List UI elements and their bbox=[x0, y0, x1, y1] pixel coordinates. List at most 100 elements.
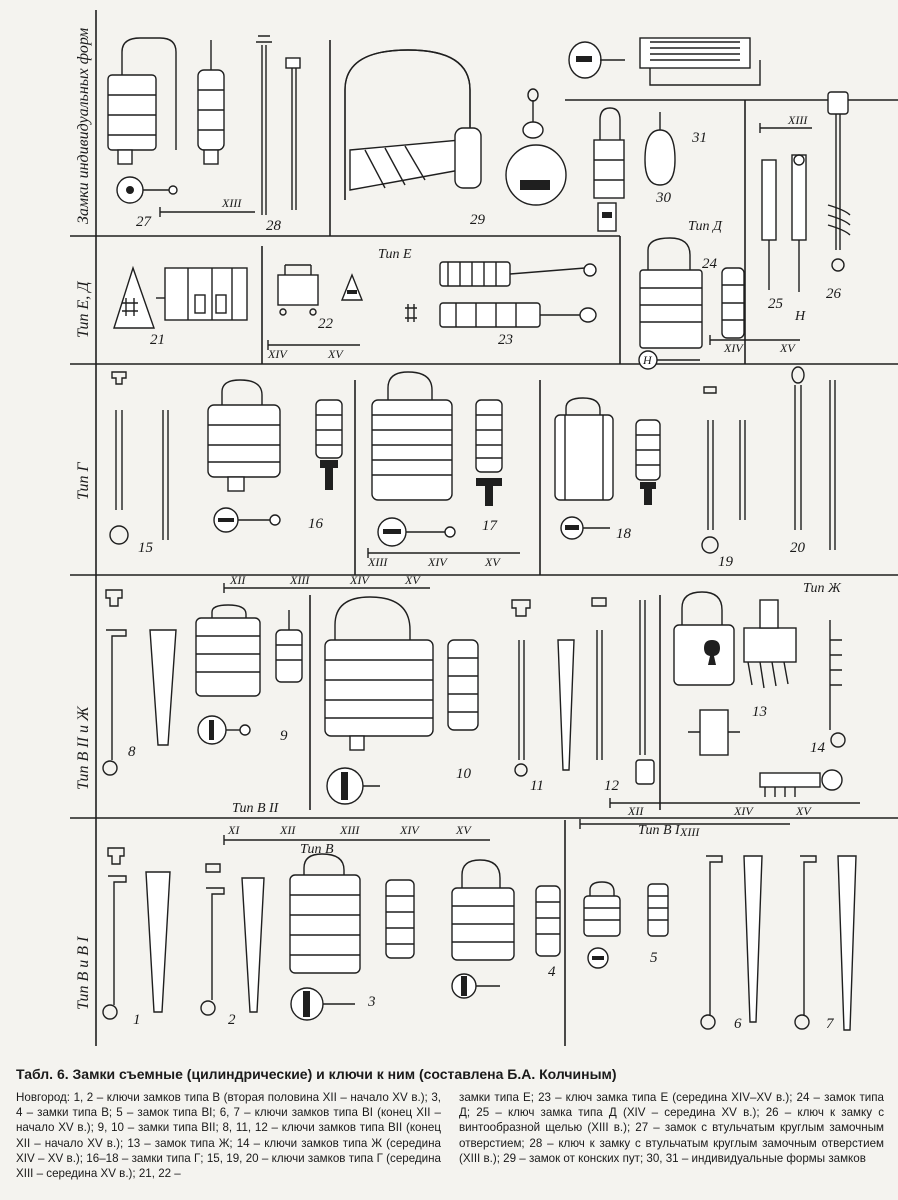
lock-27-section bbox=[197, 40, 225, 165]
fig-number-15: 15 bbox=[138, 540, 154, 556]
caption-body: Новгород: 1, 2 – ключи замков типа В (вт… bbox=[16, 1090, 884, 1181]
fig-number-13: 13 bbox=[752, 704, 767, 720]
century-row5-xi: XI bbox=[227, 823, 240, 837]
century-row1-right-xiii: XIII bbox=[787, 113, 808, 127]
fig-number-23: 23 bbox=[498, 332, 513, 348]
fig-number-11: 11 bbox=[530, 778, 544, 794]
fig-number-4: 4 bbox=[548, 964, 556, 980]
row-label-v-v1: Тип В и В I bbox=[75, 936, 92, 1010]
fig-number-31: 31 bbox=[691, 130, 707, 146]
fig-number-5: 5 bbox=[650, 950, 658, 966]
figure-plate: Замки индивидуальных форм Тип Е, Д Тип Г… bbox=[70, 10, 898, 1046]
key-14-drawing bbox=[759, 620, 846, 797]
svg-text:H: H bbox=[794, 309, 806, 324]
fig-number-27: 27 bbox=[136, 214, 153, 230]
key-29-drawing bbox=[505, 88, 567, 206]
century-row2-xv: XV bbox=[327, 347, 344, 361]
fig-number-20: 20 bbox=[790, 540, 806, 556]
century-row3-xiii: XIII bbox=[367, 555, 388, 569]
key-25-drawing: H bbox=[761, 154, 807, 324]
key-12-drawing bbox=[591, 597, 655, 785]
lock-29-drawing bbox=[344, 49, 482, 200]
type-label-v1: Тип В I bbox=[638, 823, 681, 838]
plate-grid bbox=[70, 10, 898, 1046]
row-label-g: Тип Г bbox=[75, 461, 92, 500]
century-row2-xiv: XIV bbox=[267, 347, 288, 361]
century-row5-xiv: XIV bbox=[399, 823, 420, 837]
fig-number-17: 17 bbox=[482, 518, 499, 534]
fig-number-28: 28 bbox=[266, 218, 282, 234]
lock-3-drawing bbox=[289, 853, 415, 1021]
fig-number-12: 12 bbox=[604, 778, 620, 794]
century-row4-xiii: XIII bbox=[289, 573, 310, 587]
century-row4-right-xii: XII bbox=[627, 804, 644, 818]
lock-10-drawing bbox=[324, 596, 479, 805]
fig-number-18: 18 bbox=[616, 526, 632, 542]
caption-title: Табл. 6. Замки съемные (цилиндрические) … bbox=[16, 1066, 617, 1082]
fig-number-19: 19 bbox=[718, 554, 734, 570]
fig-number-1: 1 bbox=[133, 1012, 141, 1028]
lock-4-drawing bbox=[451, 859, 561, 999]
fig-number-24: 24 bbox=[702, 256, 718, 272]
lock-13-drawing bbox=[673, 591, 797, 756]
type-label-d: Тип Д bbox=[688, 219, 723, 234]
lock-9-drawing bbox=[195, 604, 303, 745]
fig-number-9: 9 bbox=[280, 728, 288, 744]
fig-number-14: 14 bbox=[810, 740, 826, 756]
century-row5-right-xiii: XIII bbox=[679, 825, 700, 839]
row-label-e-d: Тип Е, Д bbox=[75, 281, 92, 338]
fig-number-7: 7 bbox=[826, 1016, 835, 1032]
lock-30-drawing bbox=[568, 41, 676, 232]
lock-16-drawing bbox=[207, 379, 343, 533]
key-20-drawing bbox=[791, 366, 836, 550]
key-6-drawing bbox=[700, 855, 763, 1030]
row-label-v2-zh: Тип В II и Ж bbox=[75, 705, 92, 790]
lock-24-drawing: H bbox=[638, 237, 745, 370]
caption-column-right: замки типа Е; 23 – ключ замка типа Е (се… bbox=[459, 1091, 885, 1165]
key-2-drawing bbox=[200, 863, 265, 1016]
lock-5-drawing bbox=[583, 881, 669, 969]
lock-21-drawing bbox=[113, 265, 248, 329]
key-8-drawing bbox=[102, 589, 177, 776]
caption-column-left: Новгород: 1, 2 – ключи замков типа В (вт… bbox=[16, 1091, 441, 1181]
figure-numbers: 1 2 3 4 5 6 7 8 9 10 11 12 13 14 15 16 1… bbox=[128, 130, 842, 1032]
century-row2-right-xiv: XIV bbox=[723, 341, 744, 355]
fig-number-6: 6 bbox=[734, 1016, 742, 1032]
fig-number-16: 16 bbox=[308, 516, 324, 532]
century-row4-right-xv: XV bbox=[795, 804, 812, 818]
century-row3-xiv: XIV bbox=[427, 555, 448, 569]
lock-27-drawing bbox=[107, 37, 178, 204]
century-row3-xv: XV bbox=[484, 555, 501, 569]
type-label-v: Тип В bbox=[300, 842, 334, 857]
century-row1-xiii: XIII bbox=[221, 196, 242, 210]
century-row4-xii: XII bbox=[229, 573, 246, 587]
key-26-drawing bbox=[827, 91, 851, 272]
fig-number-22: 22 bbox=[318, 316, 334, 332]
figure-caption: Табл. 6. Замки съемные (цилиндрические) … bbox=[16, 1066, 884, 1181]
century-row5-xiii: XIII bbox=[339, 823, 360, 837]
key-28-drawing bbox=[256, 35, 301, 215]
fig-number-8: 8 bbox=[128, 744, 136, 760]
type-label-v2: Тип В II bbox=[232, 801, 280, 816]
type-label-zh: Тип Ж bbox=[803, 581, 842, 596]
fig-number-10: 10 bbox=[456, 766, 472, 782]
key-23-drawing bbox=[405, 261, 597, 328]
century-row4-xv: XV bbox=[404, 573, 421, 587]
fig-number-30: 30 bbox=[655, 190, 672, 206]
key-7-drawing bbox=[794, 855, 857, 1031]
century-row4-right-xiv: XIV bbox=[733, 804, 754, 818]
century-row2-right-xv: XV bbox=[779, 341, 796, 355]
fig-number-29: 29 bbox=[470, 212, 486, 228]
century-row4-xiv: XIV bbox=[349, 573, 370, 587]
lock-22-drawing bbox=[277, 264, 364, 316]
row-label-individual: Замки индивидуальных форм bbox=[75, 28, 92, 224]
key-15-drawing bbox=[109, 371, 169, 545]
type-label-e: Тип Е bbox=[378, 247, 412, 262]
key-19-drawing bbox=[701, 386, 746, 554]
fig-number-3: 3 bbox=[367, 994, 376, 1010]
century-row5-xv: XV bbox=[455, 823, 472, 837]
key-11-drawing bbox=[511, 599, 575, 777]
century-row5-xii: XII bbox=[279, 823, 296, 837]
svg-text:H: H bbox=[642, 353, 653, 367]
fig-number-2: 2 bbox=[228, 1012, 236, 1028]
